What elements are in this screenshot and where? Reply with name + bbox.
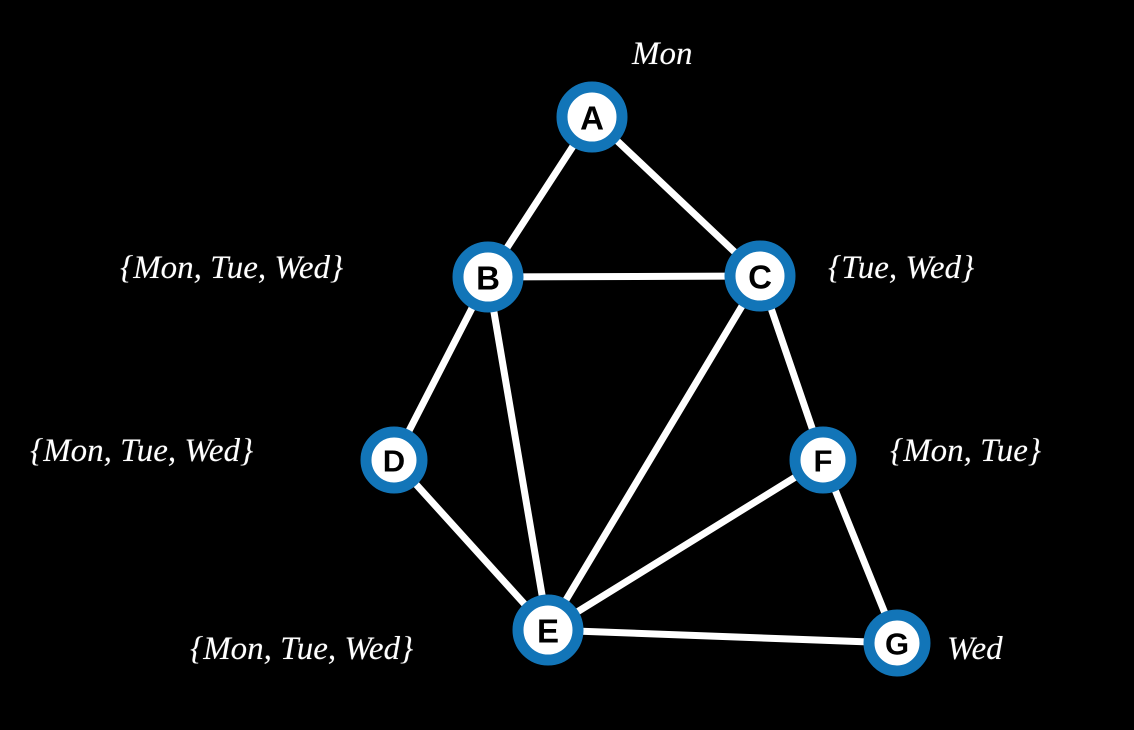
- domain-label-g: Wed: [947, 631, 1003, 667]
- node-circle-f[interactable]: [789, 426, 857, 494]
- domain-label-c: {Tue, Wed}: [828, 250, 975, 286]
- graph-edge-e-g: [544, 626, 901, 647]
- node-circle-c[interactable]: [724, 240, 796, 312]
- node-letter-e: E: [537, 613, 559, 650]
- node-circle-e[interactable]: [512, 594, 584, 666]
- graph-node-f[interactable]: F: [789, 426, 857, 494]
- node-circle-b[interactable]: [452, 241, 524, 313]
- graph-edge-b-e: [484, 273, 552, 634]
- node-letter-c: C: [748, 259, 772, 296]
- node-letter-f: F: [814, 444, 833, 479]
- node-letter-a: A: [580, 100, 604, 137]
- graph-node-b[interactable]: B: [452, 241, 524, 313]
- domain-label-a: Mon: [632, 36, 693, 72]
- node-circle-a[interactable]: [556, 81, 628, 153]
- domain-label-e: {Mon, Tue, Wed}: [190, 631, 414, 667]
- graph-edge-d-e: [390, 456, 552, 634]
- graph-edge-c-e: [544, 272, 764, 634]
- node-circle-g[interactable]: [863, 609, 931, 677]
- node-layer: A B C D E F G: [360, 81, 931, 677]
- domain-label-f: {Mon, Tue}: [890, 433, 1042, 469]
- node-letter-b: B: [476, 260, 500, 297]
- graph-edge-b-c: [484, 272, 764, 281]
- graph-node-d[interactable]: D: [360, 426, 428, 494]
- graph-edge-e-f: [544, 456, 827, 634]
- graph-node-e[interactable]: E: [512, 594, 584, 666]
- graph-node-a[interactable]: A: [556, 81, 628, 153]
- edge-layer: [390, 113, 901, 647]
- graph-node-g[interactable]: G: [863, 609, 931, 677]
- graph-edge-a-c: [588, 113, 764, 280]
- domain-label-d: {Mon, Tue, Wed}: [30, 433, 254, 469]
- node-letter-d: D: [383, 444, 405, 479]
- node-circle-d[interactable]: [360, 426, 428, 494]
- node-letter-g: G: [885, 627, 909, 662]
- domain-label-b: {Mon, Tue, Wed}: [120, 250, 344, 286]
- graph-node-c[interactable]: C: [724, 240, 796, 312]
